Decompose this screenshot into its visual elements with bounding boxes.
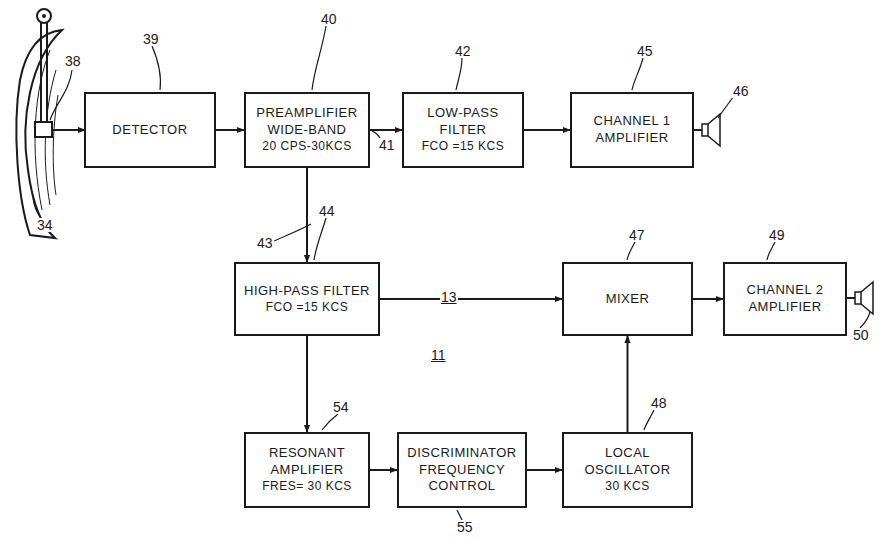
parameter-text: FRES= 30 KCS bbox=[262, 479, 352, 495]
low-pass-filter-box: LOW-PASS FILTERFCO =15 KCS bbox=[402, 92, 524, 168]
record-disc bbox=[16, 30, 62, 238]
signal-connector bbox=[370, 129, 402, 131]
block-name: DISCRIMINATOR FREQUENCY CONTROL bbox=[407, 445, 517, 496]
speaker-symbol bbox=[855, 292, 861, 304]
block-name: CHANNEL 1 AMPLIFIER bbox=[587, 113, 677, 147]
speaker-symbol bbox=[708, 114, 720, 146]
leader-lines bbox=[33, 26, 870, 520]
discriminator-box: DISCRIMINATOR FREQUENCY CONTROL bbox=[397, 432, 527, 508]
signal-connector bbox=[380, 298, 562, 300]
block-name: LOW-PASS FILTER bbox=[410, 105, 516, 139]
oscillator-box: LOCAL OSCILLATOR30 KCS bbox=[562, 432, 693, 508]
callout-number: 46 bbox=[732, 84, 750, 98]
tonearm bbox=[40, 23, 42, 122]
callout-number: 49 bbox=[768, 228, 786, 242]
mixer-box: MIXER bbox=[562, 262, 693, 336]
callout-number: 47 bbox=[628, 228, 646, 242]
callout-number: 50 bbox=[852, 328, 870, 342]
callout-number: 11 bbox=[430, 348, 447, 362]
signal-connector bbox=[524, 129, 570, 131]
callout-number: 13 bbox=[440, 290, 458, 304]
callout-number: 45 bbox=[636, 44, 654, 58]
tonearm-pivot bbox=[37, 9, 51, 23]
callout-number: 43 bbox=[256, 236, 274, 250]
signal-connector bbox=[627, 336, 629, 432]
tonearm-pivot-dot bbox=[42, 14, 46, 18]
block-name: PREAMPLIFIER WIDE-BAND bbox=[252, 105, 362, 139]
callout-number: 41 bbox=[378, 138, 396, 152]
amplifier-box: CHANNEL 1 AMPLIFIER bbox=[570, 92, 694, 168]
parameter-text: FCO =15 KCS bbox=[266, 300, 349, 316]
tonearm bbox=[46, 23, 48, 122]
callout-number: 34 bbox=[36, 218, 54, 232]
callout-number: 44 bbox=[318, 204, 336, 218]
block-name: RESONANT AMPLIFIER bbox=[252, 445, 362, 479]
detector-box: DETECTOR bbox=[84, 92, 216, 168]
parameter-text: 20 CPS-30KCS bbox=[262, 139, 351, 155]
speaker-wire bbox=[694, 129, 702, 131]
callout-number: 55 bbox=[456, 520, 474, 534]
callout-number: 42 bbox=[454, 44, 472, 58]
signal-connector bbox=[306, 336, 308, 432]
block-name: HIGH-PASS FILTER bbox=[244, 283, 370, 300]
signal-connector bbox=[693, 298, 723, 300]
speaker-symbol bbox=[861, 282, 873, 314]
speaker-wire bbox=[847, 297, 855, 299]
pickup-cartridge bbox=[35, 122, 52, 137]
pickup-signal-line bbox=[52, 129, 85, 131]
block-name: DETECTOR bbox=[112, 122, 187, 139]
callout-number: 38 bbox=[64, 54, 82, 68]
preamplifier-box: PREAMPLIFIER WIDE-BAND20 CPS-30KCS bbox=[244, 92, 370, 168]
signal-connector bbox=[370, 469, 397, 471]
callout-number: 54 bbox=[332, 400, 350, 414]
block-name: LOCAL OSCILLATOR bbox=[573, 445, 683, 479]
block-name: CHANNEL 2 AMPLIFIER bbox=[740, 282, 830, 316]
signal-connector bbox=[306, 168, 308, 262]
callout-number: 39 bbox=[142, 32, 160, 46]
speaker-symbol bbox=[702, 124, 708, 136]
resonant-amplifier-box: RESONANT AMPLIFIERFRES= 30 KCS bbox=[244, 432, 370, 508]
parameter-text: FCO =15 KCS bbox=[422, 139, 505, 155]
parameter-text: 30 KCS bbox=[605, 479, 649, 495]
block-name: MIXER bbox=[606, 291, 650, 308]
signal-connector bbox=[216, 129, 244, 131]
callout-number: 40 bbox=[320, 12, 338, 26]
amplifier-box: CHANNEL 2 AMPLIFIER bbox=[723, 262, 847, 336]
high-pass-filter-box: HIGH-PASS FILTERFCO =15 KCS bbox=[234, 262, 380, 336]
signal-connector bbox=[527, 469, 562, 471]
callout-number: 48 bbox=[650, 396, 668, 410]
